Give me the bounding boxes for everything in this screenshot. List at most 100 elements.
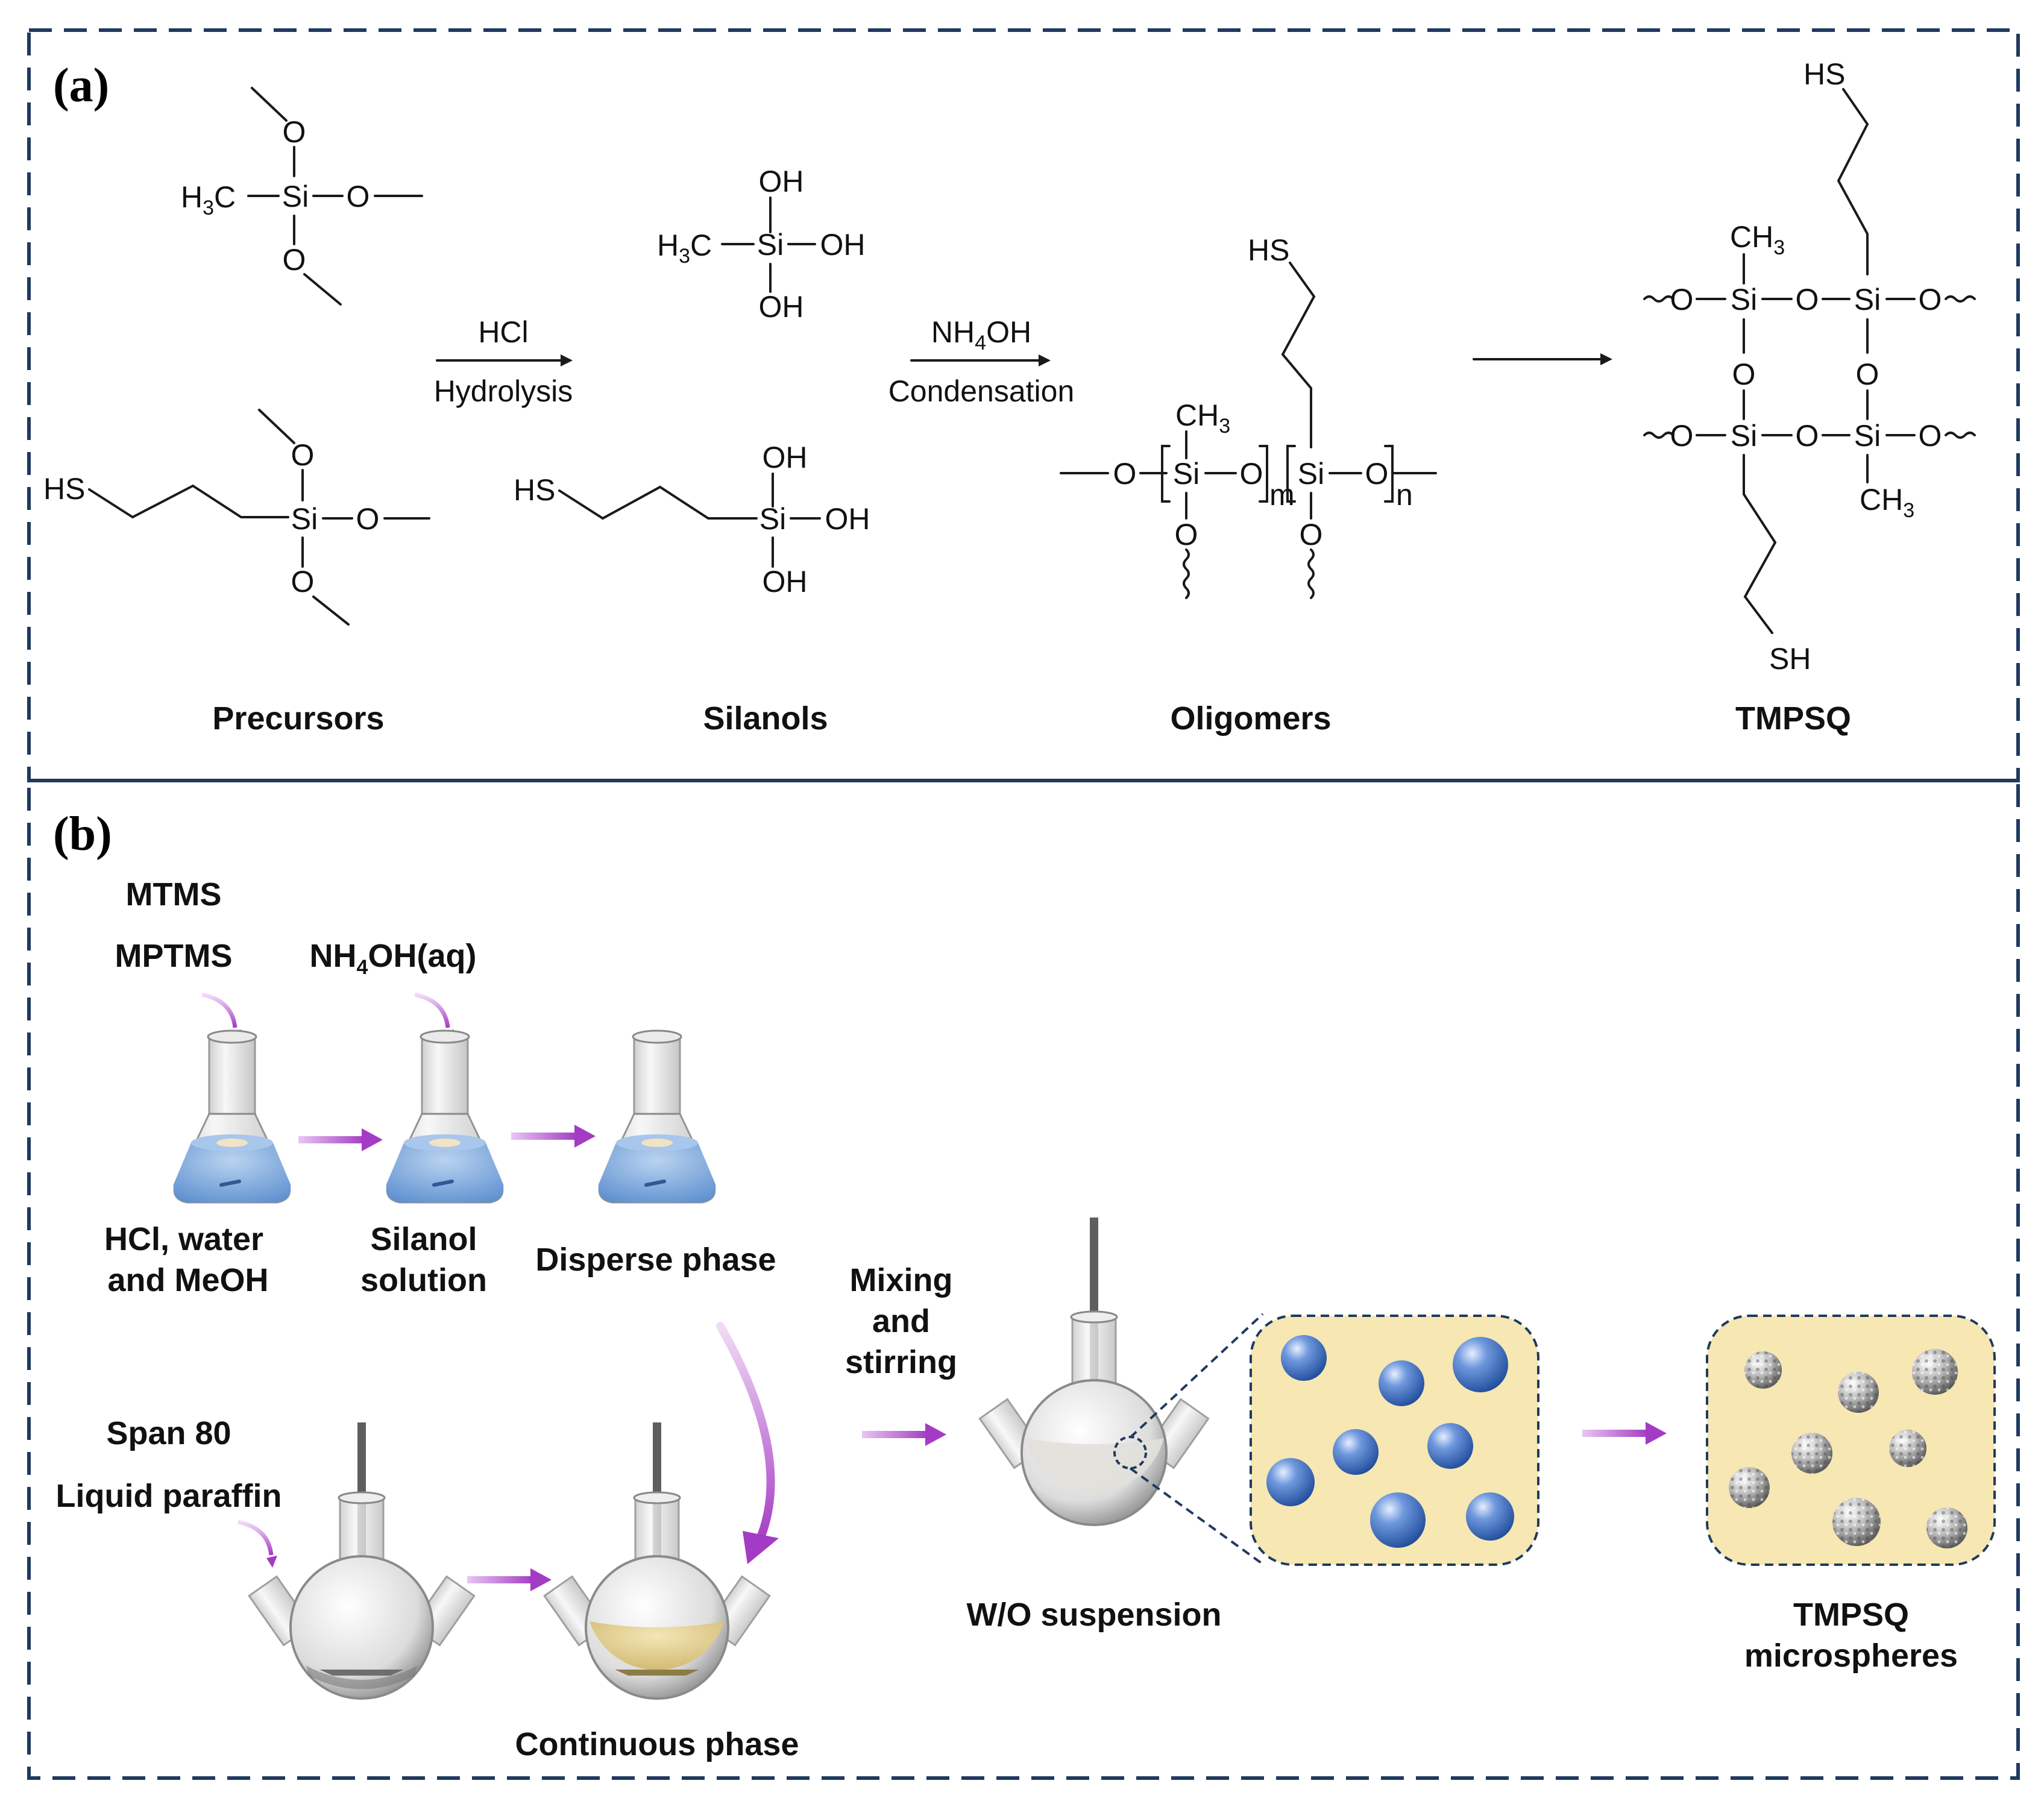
droplet <box>1370 1492 1426 1548</box>
arrow-suspension-to-product <box>1582 1422 1667 1445</box>
mercaptopropylsilanetriol-structure: OH HS Si OH OH <box>514 441 870 599</box>
svg-text:OH: OH <box>759 290 804 324</box>
label-continuous-phase: Continuous phase <box>515 1726 799 1762</box>
microsphere <box>1729 1467 1770 1508</box>
hydrolysis-arrow: HCl Hydrolysis <box>434 315 573 408</box>
arrow-mixing <box>862 1423 946 1446</box>
svg-text:Condensation: Condensation <box>888 374 1075 408</box>
panel-a-frame <box>27 28 2020 782</box>
oligomer-structure: HS CH3 O Si O m Si O n O O <box>1060 233 1437 599</box>
svg-text:O: O <box>1732 357 1756 391</box>
droplet <box>1281 1335 1327 1381</box>
svg-text:Si: Si <box>1731 283 1757 316</box>
microspheres-box <box>1706 1315 1996 1566</box>
suspension-zoom-box <box>1250 1315 1539 1566</box>
svg-text:NH4OH: NH4OH <box>931 315 1031 354</box>
svg-text:O: O <box>1856 357 1879 391</box>
mptms-structure: O HS Si O O <box>43 409 430 626</box>
svg-text:O: O <box>1919 283 1942 316</box>
label-span80: Span 80 <box>106 1415 231 1451</box>
svg-text:CH3: CH3 <box>1175 398 1230 438</box>
svg-text:O: O <box>1670 283 1694 316</box>
svg-text:Si: Si <box>1173 457 1200 491</box>
label-flask2-line2: solution <box>360 1262 487 1298</box>
svg-text:Si: Si <box>282 180 309 213</box>
svg-text:CH3: CH3 <box>1860 483 1914 522</box>
caption-silanols: Silanols <box>703 700 828 737</box>
svg-text:O: O <box>1240 457 1263 491</box>
label-mixing-line1: Mixing <box>850 1262 953 1298</box>
condensation-arrow: NH4OH Condensation <box>888 315 1075 408</box>
svg-text:CH3: CH3 <box>1730 220 1785 259</box>
label-flask1-line1: HCl, water <box>104 1221 263 1257</box>
svg-text:O: O <box>1365 457 1389 491</box>
svg-text:OH: OH <box>820 228 866 262</box>
svg-text:OH: OH <box>759 165 804 198</box>
microsphere <box>1832 1498 1881 1546</box>
addition-arrow-1 <box>201 992 237 1028</box>
svg-text:HCl: HCl <box>478 315 528 349</box>
svg-text:m: m <box>1269 478 1295 512</box>
caption-tmpsq: TMPSQ <box>1735 700 1851 737</box>
label-mtms: MTMS <box>126 876 222 913</box>
zoom-line-top <box>1129 1313 1264 1439</box>
arrow-flask2-to-flask3 <box>511 1125 596 1148</box>
svg-text:HS: HS <box>43 472 85 506</box>
droplet <box>1427 1423 1473 1469</box>
svg-text:O: O <box>356 502 380 536</box>
svg-text:O: O <box>283 243 306 277</box>
microsphere <box>1838 1372 1879 1413</box>
droplet <box>1333 1429 1379 1475</box>
label-nh4oh: NH4OH(aq) <box>310 938 477 979</box>
network-arrow <box>1473 353 1612 365</box>
svg-text:Si: Si <box>291 502 318 536</box>
svg-text:Si: Si <box>1854 283 1881 316</box>
svg-text:OH: OH <box>763 441 808 474</box>
three-neck-flask-suspension <box>978 1218 1210 1526</box>
svg-text:SH: SH <box>1769 642 1811 676</box>
microsphere <box>1926 1507 1967 1548</box>
three-neck-flask-empty <box>248 1422 476 1700</box>
three-neck-flask-continuous-phase <box>543 1422 771 1700</box>
addition-arrow-2 <box>414 992 450 1028</box>
mtms-structure: O H3C Si O O <box>181 87 423 306</box>
svg-text:O: O <box>291 565 315 599</box>
panel-b-frame <box>27 779 2020 1780</box>
svg-text:O: O <box>1796 283 1819 316</box>
label-mixing-line3: stirring <box>845 1344 957 1380</box>
flask-hcl-water-meoh <box>173 1029 291 1204</box>
svg-text:O: O <box>347 180 370 213</box>
label-product-line2: microspheres <box>1744 1638 1958 1674</box>
svg-text:n: n <box>1396 478 1413 512</box>
droplet <box>1266 1458 1315 1506</box>
microsphere <box>1889 1430 1926 1467</box>
svg-text:H3C: H3C <box>657 228 712 268</box>
tmpsq-network-structure: HS CH3 O Si O Si O O O O Si O Si O CH3 <box>1643 57 1976 676</box>
svg-text:Si: Si <box>1298 457 1324 491</box>
svg-text:Hydrolysis: Hydrolysis <box>434 374 573 408</box>
droplet <box>1453 1337 1508 1392</box>
microsphere <box>1912 1349 1958 1395</box>
label-mptms: MPTMS <box>115 938 233 974</box>
svg-text:O: O <box>1919 419 1942 453</box>
panel-a-letter: (a) <box>53 59 109 112</box>
label-liquid-paraffin: Liquid paraffin <box>56 1478 282 1514</box>
arrow-flask-to-continuous <box>467 1568 552 1591</box>
svg-text:Si: Si <box>759 502 786 536</box>
svg-text:HS: HS <box>514 473 555 507</box>
svg-text:Si: Si <box>757 228 784 262</box>
caption-precursors: Precursors <box>212 700 384 737</box>
label-flask2-line1: Silanol <box>370 1221 477 1257</box>
svg-text:O: O <box>1670 419 1694 453</box>
panel-b-letter: (b) <box>53 808 112 861</box>
addition-arrow-3 <box>237 1519 274 1556</box>
svg-text:O: O <box>1796 419 1819 453</box>
microsphere <box>1791 1433 1832 1474</box>
label-disperse-phase: Disperse phase <box>535 1242 776 1278</box>
caption-oligomers: Oligomers <box>1170 700 1331 737</box>
svg-text:O: O <box>283 115 306 149</box>
microsphere <box>1744 1351 1782 1389</box>
droplet <box>1466 1492 1514 1541</box>
svg-text:Si: Si <box>1731 419 1757 453</box>
